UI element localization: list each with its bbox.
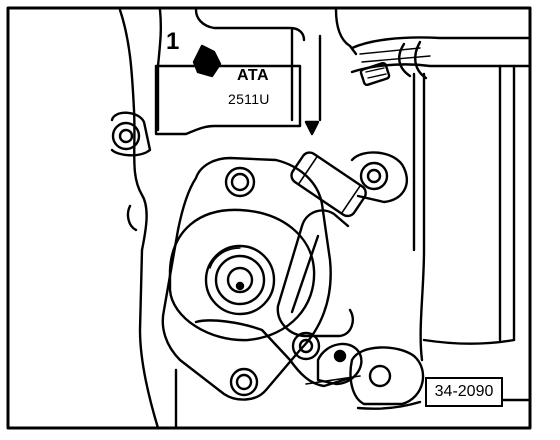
callout-arrow-mark	[192, 44, 222, 78]
pointer-stem	[290, 28, 322, 122]
fuel-line-hose	[350, 36, 532, 74]
hose-nut	[359, 61, 391, 87]
callout-number: 1	[166, 28, 180, 55]
image-frame	[6, 6, 532, 430]
cable-end-link	[305, 342, 363, 386]
figure-number-box: 34-2090	[425, 377, 503, 407]
upper-mounting-screw	[224, 166, 256, 198]
upper-casting	[194, 8, 306, 42]
housing-inner-edge	[156, 8, 163, 132]
vertical-pipe	[412, 64, 516, 362]
plate-bolt	[111, 121, 141, 151]
lower-mounting-screw	[229, 367, 259, 397]
lower-right-bolt	[349, 346, 425, 406]
lever-pivot-bolt	[291, 331, 321, 361]
plate-bolt-lug	[110, 111, 152, 157]
pointer-marker-arrow	[304, 120, 320, 136]
figure-number: 34-2090	[434, 383, 494, 400]
part-stamp-line1: ATA	[237, 67, 270, 84]
part-stamp-line2: 2511U	[228, 91, 270, 107]
housing-left-edge	[118, 8, 160, 430]
left-stud	[126, 204, 138, 232]
label-plate	[154, 64, 302, 136]
potentiometer-housing	[168, 208, 316, 342]
throttle-lever-arm	[276, 209, 354, 338]
lever-lower-plate	[194, 319, 352, 388]
potentiometer-flange	[161, 156, 332, 401]
lever-connector	[290, 151, 367, 218]
fuel-line-shading	[359, 47, 431, 63]
upper-casting-right	[334, 8, 358, 56]
hose-clamp	[398, 40, 428, 80]
pipe-bottom	[422, 338, 516, 345]
right-mounting-screw	[350, 151, 408, 204]
